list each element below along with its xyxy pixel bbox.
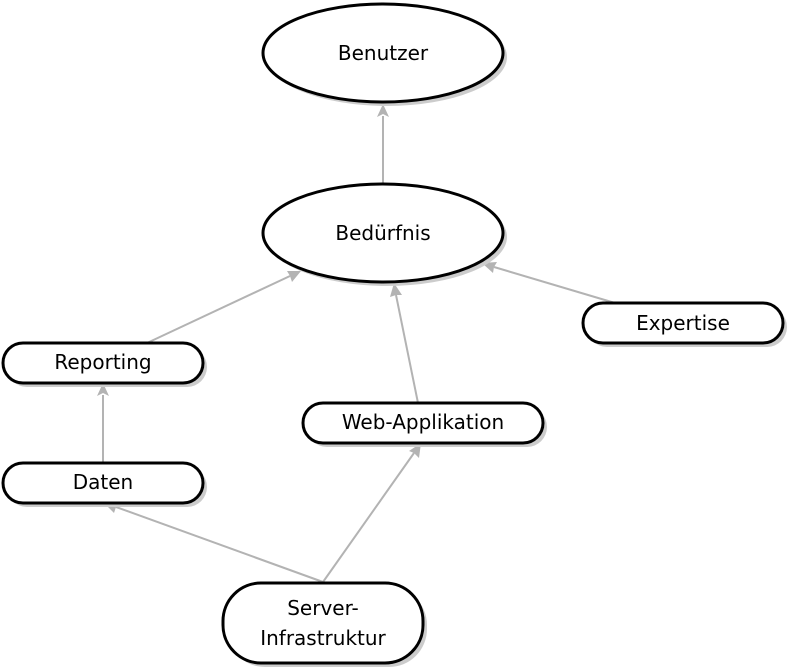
node-reporting-label: Reporting: [54, 350, 151, 374]
node-server-infrastruktur-label-line2: Infrastruktur: [260, 626, 386, 650]
edge-beduerfnis-to-benutzer: [377, 104, 389, 183]
node-benutzer[interactable]: Benutzer: [261, 2, 507, 106]
node-web-applikation-label: Web-Applikation: [342, 410, 504, 434]
node-expertise[interactable]: Expertise: [581, 301, 787, 347]
edge-server-to-web-applikation: [322, 443, 421, 583]
edge-server-to-daten: [104, 501, 324, 583]
edge-web-applikation-to-beduerfnis: [390, 283, 419, 404]
node-server-infrastruktur[interactable]: Server- Infrastruktur: [221, 581, 427, 667]
node-server-infrastruktur-label-line1: Server-: [287, 596, 359, 620]
node-daten-label: Daten: [73, 470, 133, 494]
edge-reporting-to-beduerfnis: [146, 271, 301, 344]
node-reporting[interactable]: Reporting: [1, 341, 207, 387]
edge-expertise-to-beduerfnis: [482, 262, 616, 304]
node-beduerfnis-label: Bedürfnis: [335, 221, 430, 245]
node-beduerfnis[interactable]: Bedürfnis: [261, 182, 507, 286]
node-daten[interactable]: Daten: [1, 461, 207, 507]
edge-daten-to-reporting: [97, 383, 109, 463]
node-expertise-label: Expertise: [636, 311, 730, 335]
node-web-applikation[interactable]: Web-Applikation: [301, 401, 547, 447]
node-benutzer-label: Benutzer: [338, 41, 429, 65]
